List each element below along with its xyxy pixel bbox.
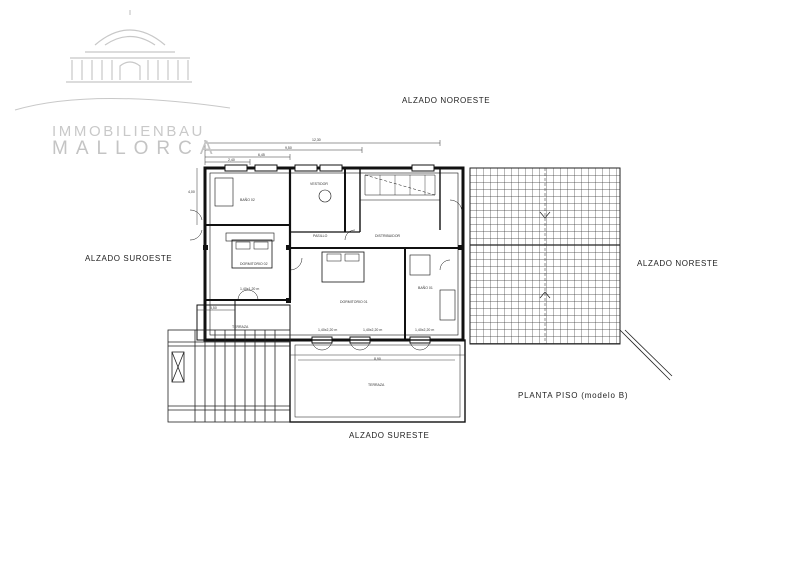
logo-wordmark-line2: MALLORCA [52,138,221,159]
elevation-label-northeast: ALZADO NORESTE [637,259,719,268]
room-label-upper: DISTRIBUIDOR [375,234,401,238]
dimension-3: 2,40 [228,158,235,162]
elevation-label-southeast: ALZADO SURESTE [349,431,430,440]
room-label-bath1: BAÑO 01 [418,286,433,290]
dimension-6: 5,50 [210,306,217,310]
dimension-total: 12,30 [312,138,321,142]
elevation-label-north: ALZADO NOROESTE [402,96,491,105]
room-label-bath2: BAÑO 02 [240,198,255,202]
elevation-label-southwest: ALZADO SUROESTE [85,254,173,263]
room-label-bed1: DORMITORIO 01 [340,300,368,304]
dimension-2: 6,45 [258,153,265,157]
room-label-hall: PASILLO [313,234,328,238]
window-label-4: 1,40x2,20 m [415,328,435,332]
pavilion-logo-icon [14,10,231,111]
logo-wordmark-line1: IMMOBILIENBAU [52,123,205,140]
room-label-terrace2: TERRAZA [368,383,385,387]
plan-title: PLANTA PISO (modelo B) [518,391,629,400]
dimension-5: 8,90 [374,357,381,361]
room-label-dressing: VESTIDOR [310,182,328,186]
window-label-3: 1,40x2,20 m [363,328,383,332]
window-label-1: 1,40x1,20 m [240,287,260,291]
dimension-1: 9,50 [285,146,292,150]
room-label-terrace1: TERRAZA [232,325,249,329]
window-label-2: 1,40x2,20 m [318,328,338,332]
room-label-bed2: DORMITORIO 02 [240,262,268,266]
dimension-4: 4,00 [188,190,195,194]
